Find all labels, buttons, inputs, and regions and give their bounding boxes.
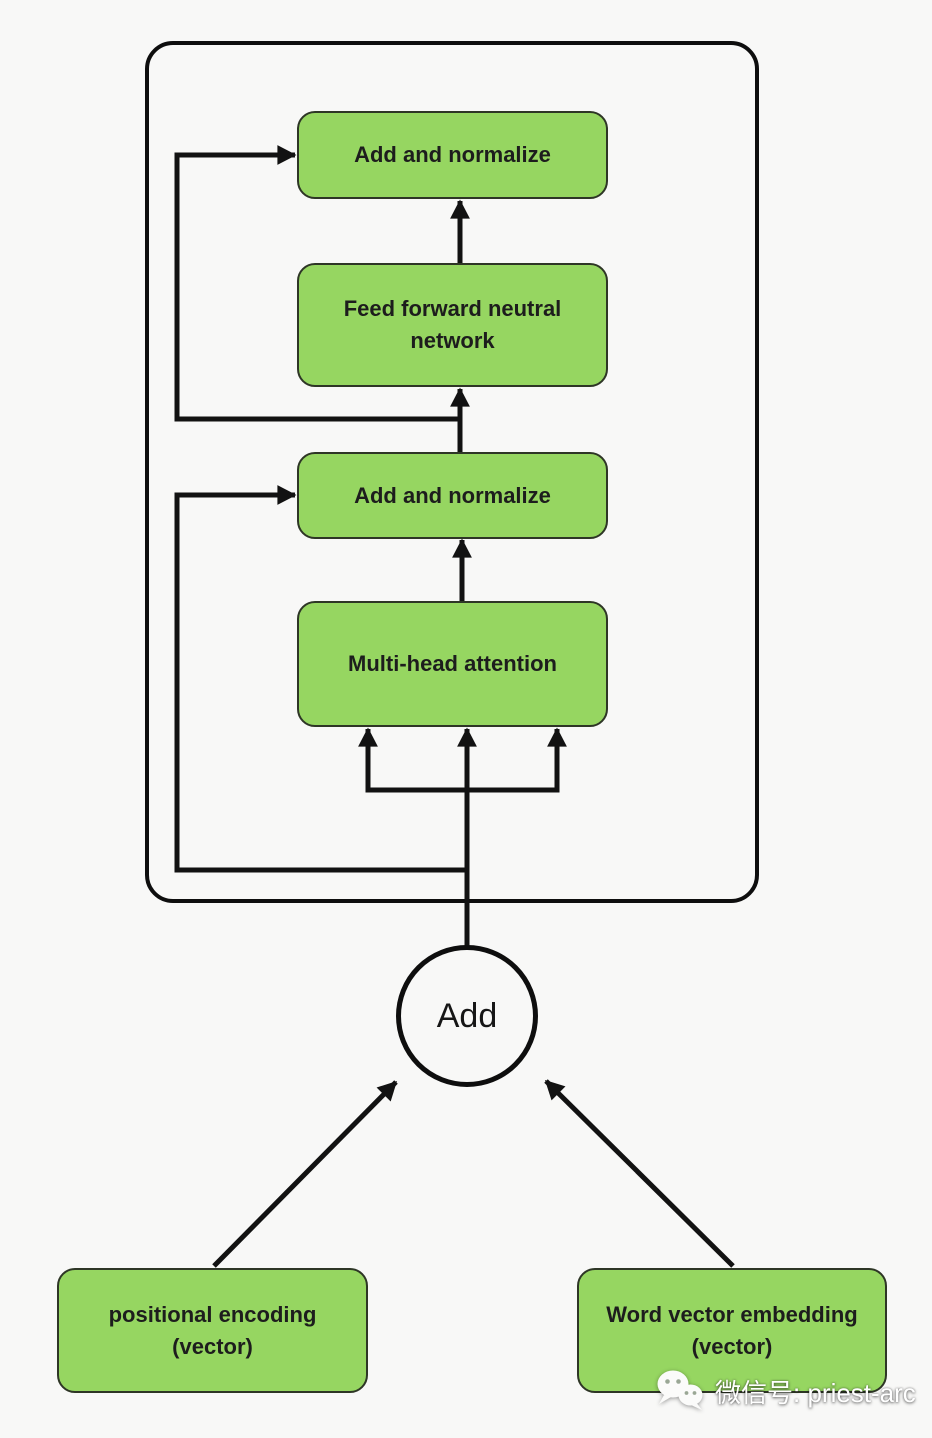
arrow-wordvec-to-add <box>544 1079 735 1268</box>
add-normalize-mid-label: Add and normalize <box>354 482 551 508</box>
multi-head-attention-node: Multi-head attention <box>297 601 608 727</box>
add-circle-node: Add <box>396 945 538 1087</box>
encoder-block-frame <box>145 41 759 903</box>
add-normalize-top-label: Add and normalize <box>354 142 551 168</box>
multi-head-attention-label: Multi-head attention <box>348 651 557 677</box>
feed-forward-network-label: Feed forward neutral network <box>343 296 562 353</box>
skip-connection-mha <box>174 485 467 873</box>
add-normalize-mid-node: Add and normalize <box>297 452 608 539</box>
positional-encoding-node: positional encoding (vector) <box>57 1268 368 1393</box>
word-vector-embedding-label: Word vector embedding (vector) <box>606 1301 858 1359</box>
skip-connection-ffn <box>174 145 460 422</box>
add-circle-label: Add <box>436 996 498 1035</box>
word-vector-embedding-node: Word vector embedding (vector) <box>577 1268 887 1393</box>
add-normalize-top-node: Add and normalize <box>297 111 608 199</box>
positional-encoding-label: positional encoding (vector) <box>108 1301 317 1359</box>
feed-forward-network-node: Feed forward neutral network <box>297 263 608 387</box>
arrow-posenc-to-add <box>212 1080 398 1268</box>
